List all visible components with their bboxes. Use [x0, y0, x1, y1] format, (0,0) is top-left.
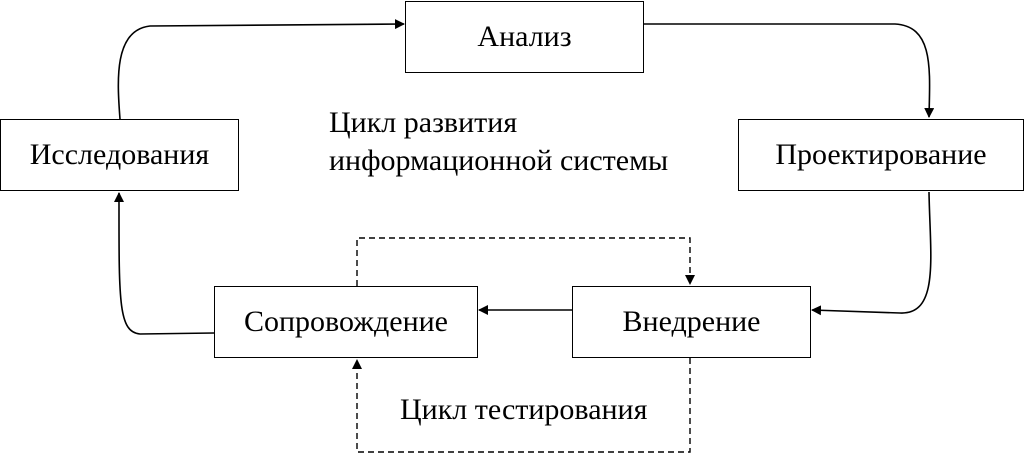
- dashed-arrow-deployment-to-maintenance: [352, 358, 691, 453]
- node-research: Исследования: [0, 119, 239, 191]
- arrow-maintenance-to-research: [113, 192, 215, 335]
- node-analysis: Анализ: [405, 1, 644, 73]
- dashed-arrow-maintenance-to-deployment: [356, 237, 695, 286]
- arrow-research-to-analysis: [117, 19, 405, 120]
- development-cycle-caption-line2: информационной системы: [329, 144, 669, 177]
- node-deployment: Внедрение: [572, 286, 811, 358]
- arrow-analysis-to-design: [644, 23, 935, 118]
- node-deployment-label: Внедрение: [622, 305, 761, 338]
- node-design-label: Проектирование: [775, 138, 987, 171]
- node-analysis-label: Анализ: [477, 20, 572, 53]
- development-cycle-caption-line1: Цикл развития: [329, 106, 518, 139]
- node-design: Проектирование: [738, 119, 1024, 191]
- node-maintenance-label: Сопровождение: [243, 305, 448, 338]
- node-maintenance: Сопровождение: [214, 286, 478, 358]
- testing-cycle-caption: Цикл тестирования: [400, 393, 648, 426]
- node-research-label: Исследования: [29, 138, 210, 171]
- arrow-design-to-deployment: [811, 191, 932, 316]
- development-cycle-caption: Цикл развития информационной системы: [329, 104, 668, 180]
